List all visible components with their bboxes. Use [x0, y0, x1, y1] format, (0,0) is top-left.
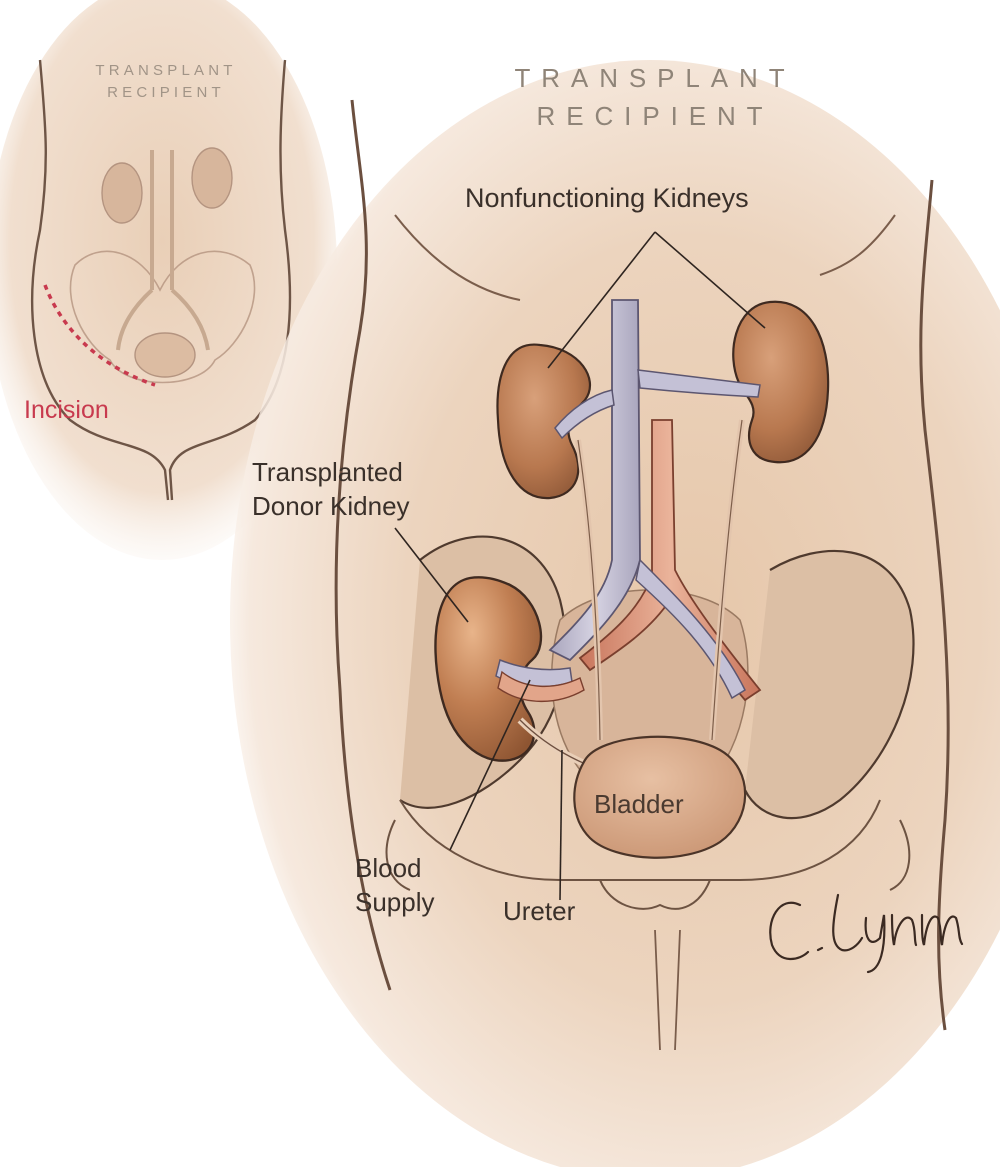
inset-right-kidney [192, 148, 232, 208]
incision-label: Incision [24, 396, 109, 425]
ureter-label: Ureter [503, 897, 575, 927]
blood-label-line1: Blood [355, 851, 435, 885]
transplanted-label-line1: Transplanted [252, 455, 410, 489]
main-title: TRANSPLANT RECIPIENT [470, 60, 840, 135]
inset-title-line2: RECIPIENT [66, 82, 266, 104]
main-figure [230, 60, 1000, 1167]
inset-bladder [135, 333, 195, 377]
transplanted-donor-kidney-label: Transplanted Donor Kidney [252, 455, 410, 524]
main-title-line1: TRANSPLANT [470, 60, 840, 98]
main-title-line2: RECIPIENT [470, 98, 840, 136]
inset-title: TRANSPLANT RECIPIENT [66, 60, 266, 104]
nonfunctioning-kidneys-label: Nonfunctioning Kidneys [465, 183, 749, 214]
blood-label-line2: Supply [355, 885, 435, 919]
inset-left-kidney [102, 163, 142, 223]
transplanted-label-line2: Donor Kidney [252, 489, 410, 523]
bladder-label: Bladder [594, 790, 684, 820]
inset-title-line1: TRANSPLANT [66, 60, 266, 82]
blood-supply-label: Blood Supply [355, 851, 435, 920]
